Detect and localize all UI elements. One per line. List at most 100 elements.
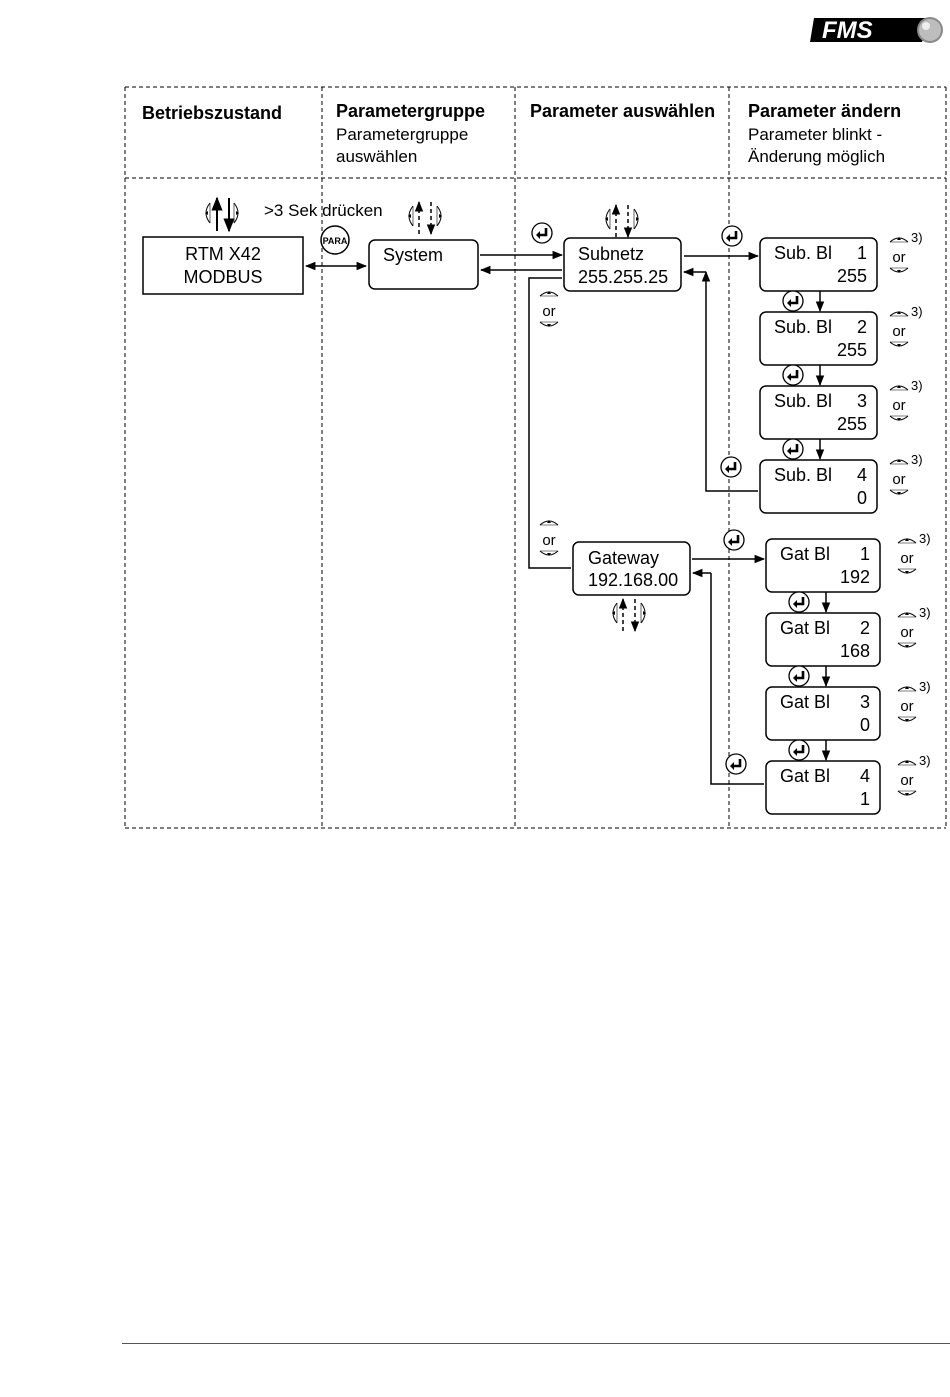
svg-text:or: or (892, 397, 905, 414)
column-subtitle-parameter-aendern-line1: Parameter blinkt - (748, 125, 882, 144)
enter-icon (781, 289, 805, 313)
svg-text:or: or (900, 698, 913, 715)
para-button[interactable]: PARA (320, 225, 350, 255)
footnote-ref: 3) (911, 230, 923, 245)
group-box-system (368, 239, 479, 290)
gateway-block-label: Gat Bl (780, 766, 830, 786)
svg-text:or: or (892, 471, 905, 488)
gateway-block-value: 192 (840, 567, 870, 587)
column-subtitle-parametergruppe-line2: auswählen (336, 147, 417, 166)
subnet-block-value: 255 (837, 414, 867, 434)
gateway-block-index: 2 (860, 618, 870, 638)
enter-icon (720, 224, 744, 248)
enter-icon (781, 437, 805, 461)
nav-keys-operating (204, 196, 240, 233)
subnet-block-label: Sub. Bl (774, 317, 832, 337)
gateway-block-value: 1 (860, 789, 870, 809)
or-keys: or (897, 537, 917, 575)
column-header-parameter-auswaehlen: Parameter auswählen (530, 101, 715, 121)
or-keys: or (897, 759, 917, 797)
svg-text:or: or (892, 249, 905, 266)
subnet-block-value: 255 (837, 340, 867, 360)
subnet-block-label: Sub. Bl (774, 465, 832, 485)
column-header-betriebszustand: Betriebszustand (142, 103, 282, 123)
subnet-block-value: 255 (837, 266, 867, 286)
column-frame (124, 86, 947, 829)
footnote-ref: 3) (911, 378, 923, 393)
gateway-block-1: Gat Bl 1 192 or 3) (765, 531, 931, 614)
param-box-gateway (572, 541, 691, 596)
enter-icon (781, 363, 805, 387)
or-keys: or (897, 685, 917, 723)
subnet-block-index: 2 (857, 317, 867, 337)
svg-text:or: or (900, 624, 913, 641)
arrow-block4-return-subnetz (701, 270, 758, 492)
gateway-block-value: 0 (860, 715, 870, 735)
subnet-block-2: Sub. Bl 2 255 or 3) (759, 304, 923, 387)
nav-keys-gateway (611, 597, 647, 633)
or-keys: or (889, 458, 909, 496)
arrow-gatblock4-return (710, 573, 764, 785)
or-keys: or (889, 310, 909, 348)
link-subnetz-gateway (528, 277, 571, 569)
enter-icon (787, 738, 811, 762)
group-box-system-label: System (383, 245, 443, 265)
svg-text:or: or (542, 532, 555, 549)
svg-text:or: or (900, 772, 913, 789)
gateway-block-3: Gat Bl 3 0 or 3) (765, 679, 931, 762)
enter-icon (787, 664, 811, 688)
nav-keys-group (407, 200, 443, 236)
subnet-block-list: Sub. Bl 1 255 or 3) Sub. Bl 2 255 or 3) Sub. Bl 3 25… (759, 230, 923, 514)
gateway-block-2: Gat Bl 2 168 or 3) (765, 605, 931, 688)
gateway-block-label: Gat Bl (780, 692, 830, 712)
para-button-label: PARA (323, 236, 348, 246)
param-box-subnetz-line2: 255.255.25 (578, 267, 668, 287)
subnet-block-index: 1 (857, 243, 867, 263)
enter-icon (719, 455, 743, 479)
param-box-gateway-line2: 192.168.00 (588, 570, 678, 590)
footnote-ref: 3) (911, 452, 923, 467)
subnet-block-label: Sub. Bl (774, 391, 832, 411)
subnet-block-index: 3 (857, 391, 867, 411)
column-header-parameter-aendern: Parameter ändern (748, 101, 901, 121)
footnote-ref: 3) (919, 531, 931, 546)
gateway-block-label: Gat Bl (780, 544, 830, 564)
or-keys: or (897, 611, 917, 649)
operating-state-line2: MODBUS (183, 267, 262, 287)
gateway-block-list: Gat Bl 1 192 or 3) Gat Bl 2 168 or 3) Gat Bl 3 0 or 3)… (765, 531, 931, 815)
footnote-ref: 3) (911, 304, 923, 319)
enter-icon (787, 590, 811, 614)
param-box-gateway-line1: Gateway (588, 548, 659, 568)
or-keys: or (889, 236, 909, 274)
enter-icon (530, 221, 554, 245)
logo-text: FMS (822, 17, 873, 44)
operating-state-line1: RTM X42 (185, 244, 261, 264)
subnet-block-index: 4 (857, 465, 867, 485)
footnote-ref: 3) (919, 605, 931, 620)
footnote-ref: 3) (919, 679, 931, 694)
operating-state-box (142, 236, 304, 295)
subnet-block-1: Sub. Bl 1 255 or 3) (759, 230, 923, 313)
param-box-subnetz-line1: Subnetz (578, 244, 644, 264)
subnet-block-value: 0 (857, 488, 867, 508)
enter-icon (722, 528, 746, 552)
svg-text:or: or (892, 323, 905, 340)
fms-logo: FMS (810, 17, 943, 44)
press-hint: >3 Sek drücken (264, 201, 383, 220)
gateway-block-value: 168 (840, 641, 870, 661)
gateway-block-label: Gat Bl (780, 618, 830, 638)
column-subtitle-parametergruppe-line1: Parametergruppe (336, 125, 468, 144)
footer-rule (122, 1343, 950, 1344)
column-header-parametergruppe: Parametergruppe (336, 101, 485, 121)
gateway-block-index: 4 (860, 766, 870, 786)
subnet-block-4: Sub. Bl 4 0 or 3) (759, 452, 923, 514)
column-subtitle-parameter-aendern-line2: Änderung möglich (748, 147, 885, 166)
or-keys: or (889, 384, 909, 422)
nav-keys-subnetz (604, 203, 640, 239)
gateway-block-index: 3 (860, 692, 870, 712)
subnet-block-label: Sub. Bl (774, 243, 832, 263)
gateway-block-index: 1 (860, 544, 870, 564)
svg-text:or: or (900, 550, 913, 567)
